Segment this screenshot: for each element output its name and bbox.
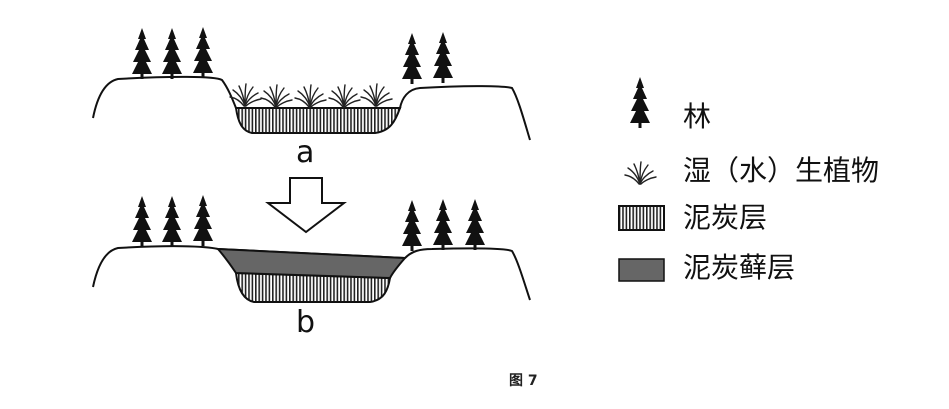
conifer-tree-icon	[162, 196, 182, 247]
wetland-plant-icon	[294, 84, 327, 108]
peat-moss-layer-b	[215, 247, 408, 280]
forest-a-right	[402, 32, 453, 84]
conifer-tree-icon	[630, 77, 650, 128]
conifer-tree-icon	[193, 195, 213, 246]
conifer-tree-icon	[433, 32, 453, 83]
forest-b-left	[132, 195, 213, 247]
peat-layer-a	[234, 107, 402, 134]
conifer-tree-icon	[402, 200, 422, 251]
peat-layer-b	[234, 271, 392, 303]
legend-label-wetland-plant: 湿（水）生植物	[683, 154, 880, 187]
peat-layer-swatch	[618, 205, 665, 231]
forest-a-left	[132, 27, 213, 79]
figure-caption: 图 7	[509, 373, 538, 389]
wetland-plant-icon	[328, 84, 361, 108]
panel-a	[92, 27, 531, 141]
wetland-plant-icon	[260, 84, 293, 108]
conifer-tree-icon	[132, 196, 152, 247]
conifer-tree-icon	[465, 199, 485, 250]
panel-b	[92, 195, 531, 303]
legend-label-peat-layer: 泥炭层	[683, 201, 768, 234]
conifer-tree-icon	[193, 27, 213, 78]
conifer-tree-icon	[433, 199, 453, 250]
conifer-tree-icon	[162, 28, 182, 79]
legend-label-peat-moss-layer: 泥炭藓层	[683, 251, 796, 284]
down-arrow-icon	[265, 177, 347, 234]
peat-moss-layer-swatch	[618, 258, 665, 282]
wetland-plants-a	[229, 83, 393, 108]
legend-label-forest: 林	[683, 100, 712, 133]
conifer-tree-icon	[132, 28, 152, 79]
wetland-plant-icon	[360, 83, 393, 107]
panel-b-label: b	[296, 305, 316, 340]
panel-a-label: a	[296, 135, 315, 170]
wetland-plant-icon	[624, 161, 657, 185]
conifer-tree-icon	[402, 33, 422, 84]
terrain-line-b	[92, 245, 531, 301]
forest-b-right	[402, 199, 485, 251]
legend-icons	[618, 77, 665, 282]
